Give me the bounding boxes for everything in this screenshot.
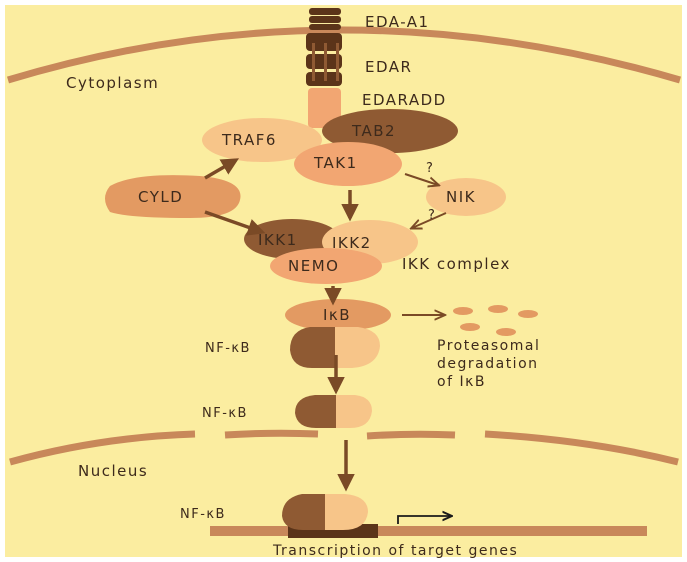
traf6-node xyxy=(202,118,322,162)
edar-receptor xyxy=(306,33,342,86)
thin-arrows xyxy=(402,173,447,315)
nfkb-dimer-2 xyxy=(295,395,372,428)
label-ikk1: IKK1 xyxy=(258,231,298,249)
dna-strand xyxy=(210,526,647,536)
label-ikb: IκB xyxy=(323,306,351,324)
label-edaradd: EDARADD xyxy=(362,91,447,109)
cell-membrane xyxy=(6,26,681,84)
label-nfkb-2: NF-κB xyxy=(202,406,248,421)
nik-node xyxy=(426,178,506,216)
label-tak1: TAK1 xyxy=(313,154,358,172)
label-ikk2: IKK2 xyxy=(332,234,372,252)
cyld-node xyxy=(105,175,241,218)
nuclear-envelope xyxy=(9,429,679,466)
label-question-1: ? xyxy=(426,161,434,176)
tab2-node xyxy=(322,109,458,153)
proteasome-fragments xyxy=(453,305,538,336)
nemo-node xyxy=(270,248,382,284)
label-nucleus: Nucleus xyxy=(78,462,148,480)
label-ikk-complex: IKK complex xyxy=(402,255,511,273)
label-question-2: ? xyxy=(428,208,436,223)
label-nik: NIK xyxy=(446,188,476,206)
label-tab2: TAB2 xyxy=(351,122,396,140)
arrow-cyld-to-traf6 xyxy=(204,158,240,180)
label-nfkb-1: NF-κB xyxy=(205,341,251,356)
signal-arrows xyxy=(204,158,359,492)
arrow-nik-to-ikk2 xyxy=(412,212,447,228)
transcription-start-arrow xyxy=(397,516,452,524)
label-edar: EDAR xyxy=(365,58,412,76)
label-proteasomal-3: of IκB xyxy=(437,374,486,390)
label-cyld: CYLD xyxy=(138,188,183,206)
ikb-node xyxy=(285,299,391,331)
label-eda-a1: EDA-A1 xyxy=(365,13,430,31)
tak1-node xyxy=(294,142,402,186)
label-nemo: NEMO xyxy=(288,257,339,275)
edaradd-adaptor xyxy=(308,88,341,128)
label-cytoplasm: Cytoplasm xyxy=(66,74,159,92)
arrow-tak1-to-nik xyxy=(404,173,438,185)
eda-a1-ligand xyxy=(309,8,341,30)
label-proteasomal-2: degradation xyxy=(437,356,539,372)
nfkb-dimer-3 xyxy=(282,494,368,530)
nfkb-dimer-1 xyxy=(290,327,380,368)
label-transcription: Transcription of target genes xyxy=(272,543,518,559)
label-nfkb-3: NF-κB xyxy=(180,507,226,522)
arrow-cyld-to-ikk1 xyxy=(204,210,266,236)
label-traf6: TRAF6 xyxy=(221,131,277,149)
label-proteasomal-1: Proteasomal xyxy=(437,338,540,354)
